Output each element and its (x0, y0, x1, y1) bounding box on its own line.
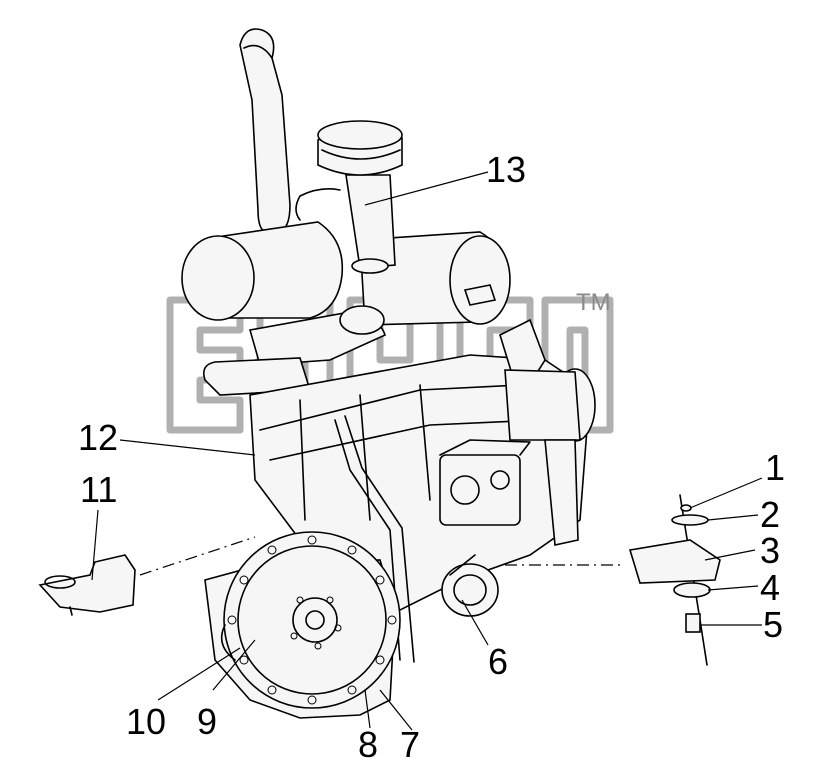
callouts: 1 2 3 4 5 6 7 8 9 10 11 12 13 (78, 149, 785, 765)
callout-7: 7 (400, 724, 420, 765)
nut (680, 504, 692, 512)
air-intake (295, 120, 403, 274)
flywheel-bolts (227, 535, 397, 705)
mount-bracket (628, 539, 721, 584)
pulley (441, 554, 499, 617)
right-engine-mount (628, 494, 721, 666)
callout-13: 13 (486, 149, 526, 190)
fan-assembly (499, 318, 596, 546)
spacer (685, 613, 701, 633)
muffler (181, 221, 344, 321)
turbocharger (202, 284, 497, 396)
callout-2: 2 (760, 494, 780, 535)
callout-1: 1 (765, 447, 785, 488)
leader-lines (91, 171, 763, 731)
callout-10: 10 (126, 701, 166, 742)
rubber-cushion (673, 582, 711, 598)
callout-5: 5 (763, 604, 783, 645)
trademark-label: TM (576, 289, 611, 316)
flywheel-housing (204, 531, 401, 719)
left-engine-mount (38, 554, 136, 616)
exhaust-pipe (239, 28, 291, 233)
callout-11: 11 (80, 469, 117, 510)
callout-8: 8 (358, 724, 378, 765)
callout-9: 9 (197, 701, 217, 742)
callout-12: 12 (78, 417, 118, 458)
callout-6: 6 (488, 641, 508, 682)
callout-3: 3 (760, 530, 780, 571)
washer (671, 514, 709, 526)
alignment-lines (139, 536, 625, 576)
callout-4: 4 (760, 567, 780, 608)
